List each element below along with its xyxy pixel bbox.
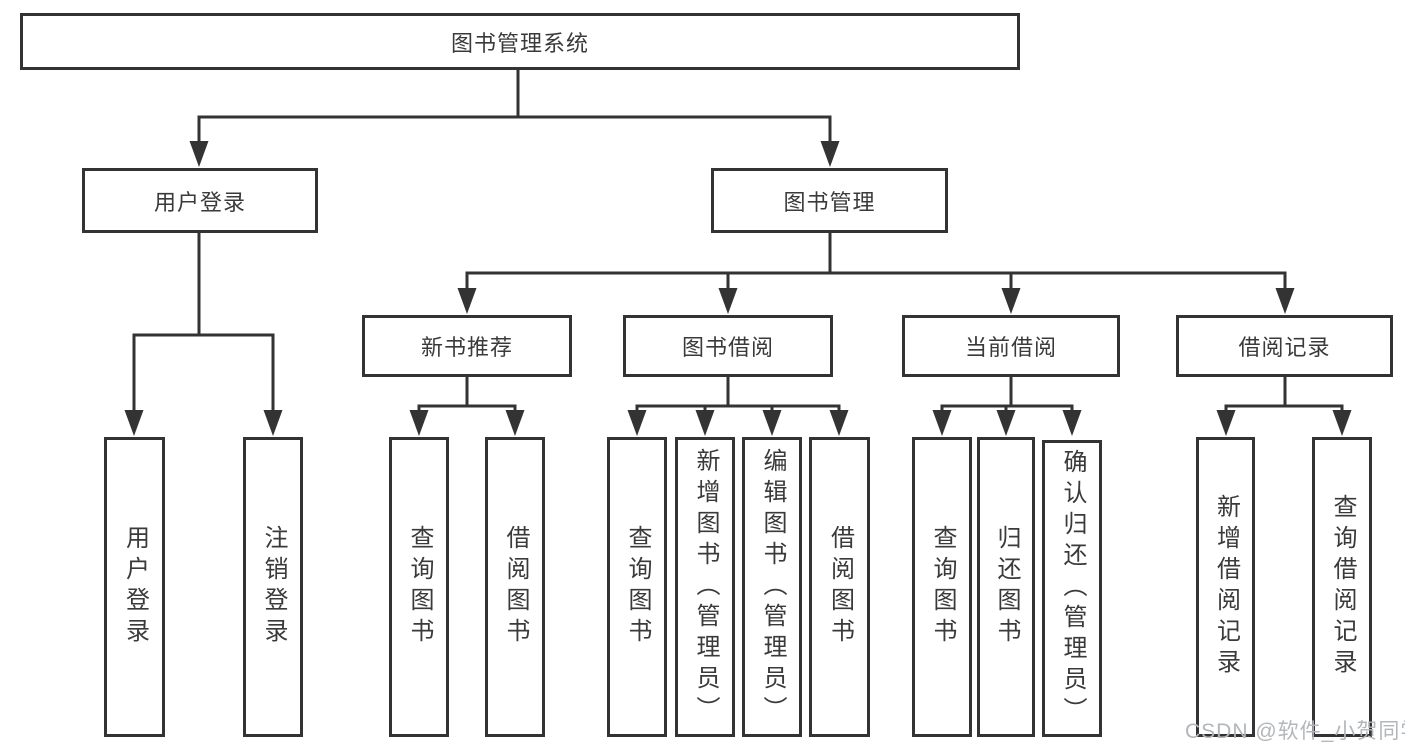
connector-book-borrow-to-leaves [635, 377, 841, 412]
node-label: 查询图书 [929, 525, 956, 649]
node-label: 当前借阅 [964, 335, 1057, 360]
node-label: 确认归还（管理员） [1059, 449, 1086, 728]
leaf-current-confirm-return-admin: 确认归还（管理员） [1042, 440, 1102, 737]
leaf-recommend-borrow-books: 借阅图书 [485, 437, 545, 737]
node-label: 借阅记录 [1238, 335, 1331, 360]
node-label: 借阅图书 [826, 525, 854, 649]
node-label: 注销登录 [260, 525, 287, 649]
node-label: 编辑图书（管理员） [759, 447, 786, 727]
leaf-borrow-borrow-books: 借阅图书 [809, 437, 870, 737]
node-label: 用户登录 [153, 189, 246, 215]
node-book-borrow: 图书借阅 [623, 315, 833, 377]
leaf-user-login: 用户登录 [104, 437, 165, 737]
leaf-records-query-record: 查询借阅记录 [1312, 437, 1372, 737]
node-label: 查询图书 [624, 525, 651, 649]
leaf-borrow-add-books-admin: 新增图书（管理员） [675, 437, 735, 737]
connector-current-borrow-to-leaves [940, 377, 1074, 412]
leaf-recommend-query-books: 查询图书 [389, 437, 449, 737]
connector-book-management-to-level3 [465, 233, 1287, 290]
node-label: 图书管理系统 [450, 30, 589, 56]
node-current-borrow: 当前借阅 [902, 315, 1120, 377]
node-label: 图书借阅 [681, 335, 774, 360]
node-label: 用户登录 [121, 525, 149, 649]
leaf-current-query-books: 查询图书 [912, 437, 972, 737]
node-book-management: 图书管理 [711, 168, 948, 233]
connector-user-login-to-leaves [132, 233, 275, 412]
arrowhead-icons [124, 141, 1352, 436]
connector-root-to-level2 [197, 70, 832, 143]
leaf-borrow-edit-books-admin: 编辑图书（管理员） [742, 437, 802, 737]
node-library-management-system: 图书管理系统 [20, 13, 1020, 70]
connector-borrow-records-to-leaves [1224, 377, 1344, 412]
leaf-logout: 注销登录 [243, 437, 303, 737]
node-label: 借阅图书 [502, 525, 529, 649]
node-label: 查询借阅记录 [1329, 494, 1356, 680]
leaf-records-add-record: 新增借阅记录 [1196, 437, 1255, 737]
node-label: 查询图书 [406, 525, 433, 649]
node-new-book-recommend: 新书推荐 [362, 315, 572, 377]
node-label: 归还图书 [993, 525, 1020, 649]
node-label: 新增借阅记录 [1212, 494, 1240, 680]
csdn-watermark: CSDN @软件_小贺同学 [1185, 720, 1405, 743]
leaf-borrow-query-books: 查询图书 [607, 437, 667, 737]
node-label: 新书推荐 [420, 335, 513, 360]
node-borrow-records: 借阅记录 [1176, 315, 1393, 377]
node-label: 图书管理 [783, 189, 876, 215]
leaf-current-return-books: 归还图书 [977, 437, 1035, 737]
node-label: 新增图书（管理员） [692, 447, 719, 727]
node-user-login: 用户登录 [82, 168, 318, 233]
connector-new-book-recommend-to-leaves [417, 377, 517, 412]
